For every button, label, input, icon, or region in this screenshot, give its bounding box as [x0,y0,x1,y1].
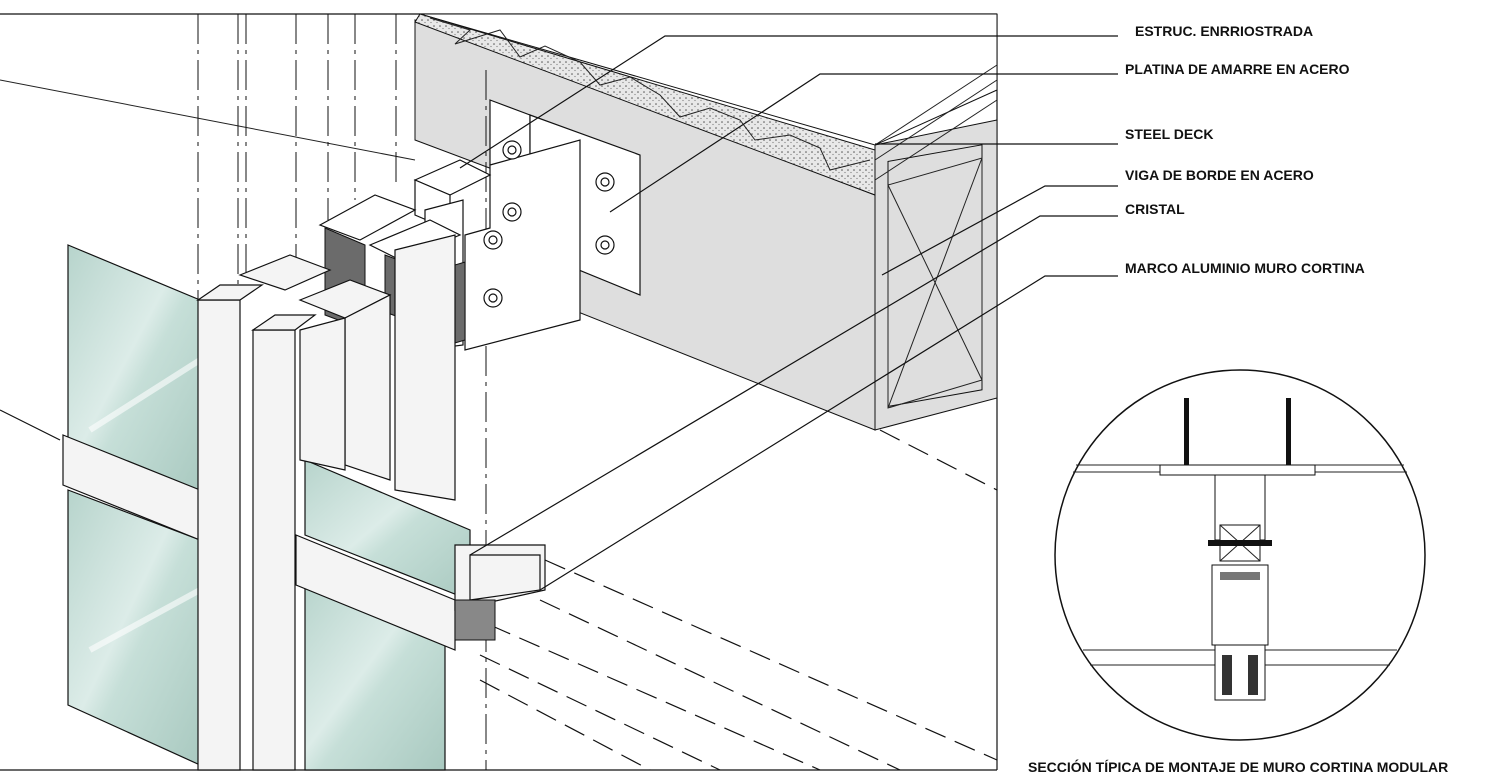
label-steel-deck: STEEL DECK [1125,126,1213,142]
label-platina: PLATINA DE AMARRE EN ACERO [1125,61,1350,77]
axis-lines [197,14,487,770]
label-marco: MARCO ALUMINIO MURO CORTINA [1125,260,1365,276]
glass-panels [67,244,471,771]
steel-deck [414,13,998,196]
aluminum-frames [62,234,546,771]
section-detail [1054,369,1426,741]
bolt-icon [483,140,615,308]
label-viga: VIGA DE BORDE EN ACERO [1125,167,1314,183]
label-cristal: CRISTAL [1125,201,1185,217]
drawing-caption: SECCIÓN TÍPICA DE MONTAJE DE MURO CORTIN… [1028,758,1448,775]
leader-lines [459,35,1118,591]
hidden-lines [0,409,998,771]
label-estruc-enrriostrada: ESTRUC. ENRRIOSTRADA [1135,23,1313,39]
